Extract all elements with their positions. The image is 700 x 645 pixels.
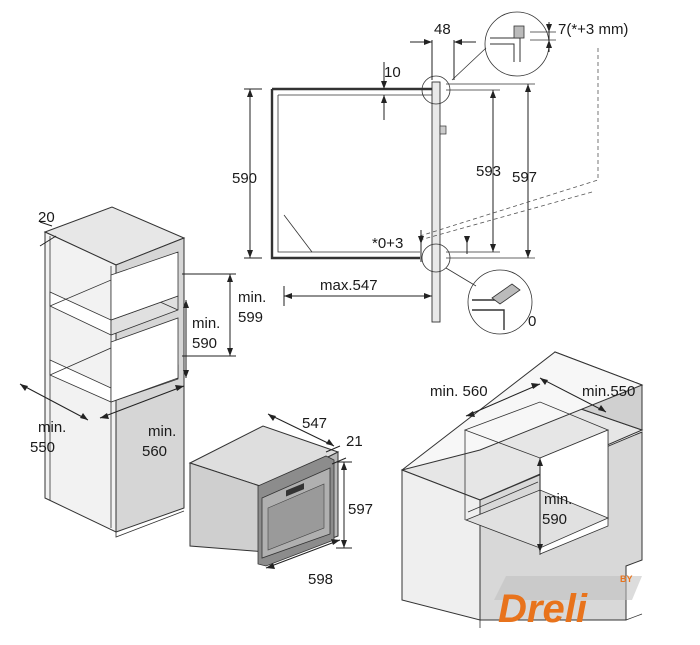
label-min-550-a: min.	[38, 419, 66, 436]
label-min-560-a: min.	[148, 423, 176, 440]
label-oven-547: 547	[302, 415, 327, 432]
oven-front-panel	[431, 81, 441, 323]
label-min-550-b: 550	[30, 439, 55, 456]
label-min-590-a: min.	[192, 315, 220, 332]
label-48: 48	[434, 21, 451, 38]
oven-illustration: 547 21 597 598	[188, 413, 373, 588]
tall-cabinet: 20 min. 599 min. 590 min. 550 min. 560	[19, 206, 266, 538]
label-zero: 0	[528, 313, 536, 330]
label-593: 593	[476, 163, 501, 180]
label-oven-598: 598	[308, 571, 333, 588]
label-20: 20	[38, 209, 55, 226]
dreli-logo: Dreli BY	[494, 574, 642, 631]
label-min-599-a: min.	[238, 289, 266, 306]
label-gap-0-3: *0+3	[372, 235, 403, 252]
label-oven-21: 21	[346, 433, 363, 450]
label-base-min-550: min.550	[582, 383, 635, 400]
label-min-560-b: 560	[142, 443, 167, 460]
label-590: 590	[232, 170, 257, 187]
label-base-min-560: min. 560	[430, 383, 488, 400]
zoom-detail-bottom	[467, 269, 533, 335]
label-base-min-590-b: 590	[542, 511, 567, 528]
label-7: 7(*+3 mm)	[558, 21, 628, 38]
logo-by: BY	[620, 574, 633, 584]
base-cabinet: min. 560 min.550 min. 590	[400, 351, 644, 628]
logo-text: Dreli	[498, 587, 588, 631]
label-oven-597: 597	[348, 501, 373, 518]
label-597: 597	[512, 169, 537, 186]
label-max-547: max.547	[320, 277, 378, 294]
label-10: 10	[384, 64, 401, 81]
section-drawing: 590 593 597 10 48 7(*+3 mm)	[232, 11, 628, 335]
label-min-599-b: 599	[238, 309, 263, 326]
label-min-590-b: 590	[192, 335, 217, 352]
cabinet-outline	[270, 89, 420, 260]
label-base-min-590-a: min.	[544, 491, 572, 508]
